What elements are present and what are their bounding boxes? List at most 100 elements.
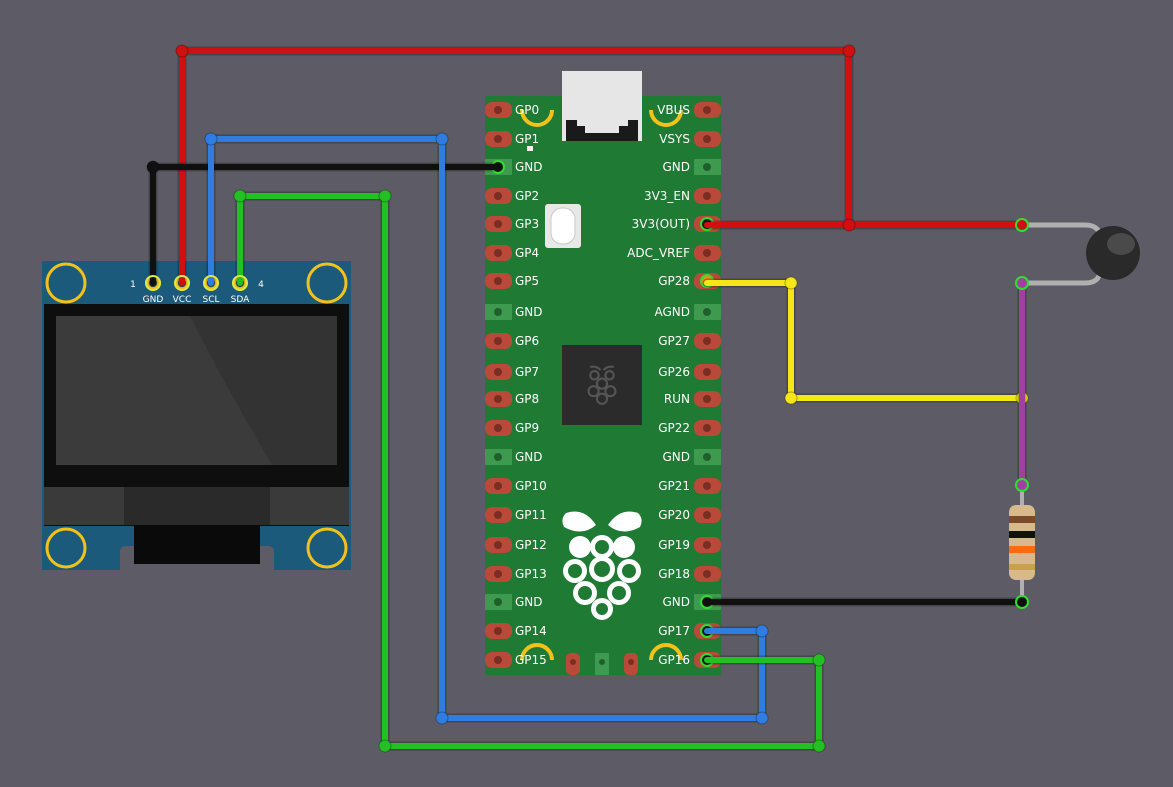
pico-pin-label: GND: [662, 160, 690, 174]
pico-pin-run[interactable]: RUN: [664, 391, 721, 407]
pico-pin-vbus[interactable]: VBUS: [657, 102, 721, 118]
debug-pins: [566, 653, 638, 675]
pico-pin-gp2[interactable]: GP2: [485, 188, 539, 204]
pico-pin-gp12[interactable]: GP12: [485, 537, 547, 553]
wire-scl-blue[interactable]: [204, 132, 769, 725]
mount-hole: [520, 643, 554, 661]
pico-pin-gp4[interactable]: GP4: [485, 245, 539, 261]
oled-pin-connected-marker: [145, 275, 161, 291]
pico-pin-gp8[interactable]: GP8: [485, 391, 539, 407]
pico-pin-label: GND: [515, 450, 543, 464]
wire-thermistor-purple[interactable]: [1015, 276, 1029, 492]
rp2040-chip: [562, 345, 642, 425]
wire-joint[interactable]: [233, 189, 247, 203]
pico-pin-gp19[interactable]: GP19: [658, 537, 721, 553]
pico-pin-gp0[interactable]: GP0: [485, 102, 539, 118]
pico-pin-gp20[interactable]: GP20: [658, 507, 721, 523]
pico-pin-vsys[interactable]: VSYS: [659, 131, 721, 147]
wire-sda-green[interactable]: [233, 189, 826, 753]
pico-pin-gnd[interactable]: GND: [485, 449, 543, 465]
pin-hole: [494, 277, 502, 285]
pico-pin-agnd[interactable]: AGND: [654, 304, 721, 320]
wire-joint[interactable]: [378, 189, 392, 203]
pico-pin-gp22[interactable]: GP22: [658, 420, 721, 436]
pico-pin-gp6[interactable]: GP6: [485, 333, 539, 349]
pico-pin-label: AGND: [654, 305, 690, 319]
pico-pin-adc-vref[interactable]: ADC_VREF: [627, 245, 721, 261]
pico-pin-gp15[interactable]: GP15: [485, 652, 547, 668]
wire-joint[interactable]: [842, 218, 856, 232]
wire-joint[interactable]: [784, 391, 798, 405]
wire-joint[interactable]: [175, 44, 189, 58]
pin-hole: [703, 192, 711, 200]
wire-gnd-black[interactable]: [146, 160, 503, 288]
pico-pin-gp21[interactable]: GP21: [658, 478, 721, 494]
wire-adc-yellow[interactable]: [702, 276, 1029, 405]
resistor[interactable]: [1009, 485, 1035, 602]
pin-hole: [703, 163, 711, 171]
pico-pin-label: GP19: [658, 538, 690, 552]
pico-pin-gnd[interactable]: GND: [662, 159, 721, 175]
pico-pin-gp26[interactable]: GP26: [658, 364, 721, 380]
wire-joint[interactable]: [812, 653, 826, 667]
pico-pin-label: GP26: [658, 365, 690, 379]
wire-joint[interactable]: [812, 739, 826, 753]
pico-pin-gp18[interactable]: GP18: [658, 566, 721, 582]
usb-connector: [562, 71, 642, 141]
pin-hole: [703, 482, 711, 490]
pico-pin-gp14[interactable]: GP14: [485, 623, 547, 639]
pico-pin-label: GP20: [658, 508, 690, 522]
pico-pin-gnd[interactable]: GND: [662, 449, 721, 465]
pico-pin-gp27[interactable]: GP27: [658, 333, 721, 349]
pico-pin-label: GP17: [658, 624, 690, 638]
wire-vcc-red[interactable]: [175, 44, 1029, 288]
thermistor-highlight: [1107, 233, 1135, 255]
mount-hole: [520, 109, 554, 127]
pico-pin-gp7[interactable]: GP7: [485, 364, 539, 380]
pico-pin-label: VSYS: [659, 132, 690, 146]
wire-joint[interactable]: [146, 160, 160, 174]
wire-joint[interactable]: [435, 711, 449, 725]
pico-pin-gnd[interactable]: GND: [485, 304, 543, 320]
pico-pin-gp9[interactable]: GP9: [485, 420, 539, 436]
pico-pin-label: GP2: [515, 189, 539, 203]
oled-display-module[interactable]: 1 4 GND VCC SCL SDA: [42, 261, 351, 570]
oled-ribbon-right: [270, 487, 349, 525]
oled-pin-last-label: 4: [258, 280, 264, 290]
pin-hole: [494, 337, 502, 345]
pico-pin-label: GND: [515, 160, 543, 174]
pico-pin-gp10[interactable]: GP10: [485, 478, 547, 494]
wire-joint[interactable]: [204, 132, 218, 146]
pico-pin-gp1[interactable]: GP1: [485, 131, 539, 147]
pin-hole: [628, 659, 634, 665]
bootsel-button[interactable]: [545, 204, 581, 248]
wires: [145, 44, 1029, 753]
wire-joint[interactable]: [755, 711, 769, 725]
pico-pin-gnd[interactable]: GND: [485, 594, 543, 610]
pico-pin-gp11[interactable]: GP11: [485, 507, 547, 523]
resistor-band-brown: [1009, 516, 1035, 523]
pin-hole: [494, 192, 502, 200]
wire-gnd-resistor-black[interactable]: [702, 595, 1029, 609]
pico-pin-label: GP27: [658, 334, 690, 348]
wire-joint[interactable]: [842, 44, 856, 58]
wire-joint[interactable]: [784, 276, 798, 290]
pico-pin-gp3[interactable]: GP3: [485, 216, 539, 232]
wire-joint[interactable]: [435, 132, 449, 146]
pin-hole: [703, 106, 711, 114]
oled-pin-label: VCC: [173, 295, 192, 305]
pico-pin-gnd[interactable]: GND: [662, 594, 721, 610]
wire-joint[interactable]: [755, 624, 769, 638]
pin-hole: [494, 106, 502, 114]
pico-pin-gp5[interactable]: GP5: [485, 273, 539, 289]
pico-pin-3v3-en[interactable]: 3V3_EN: [644, 188, 721, 204]
pico-pin-gp13[interactable]: GP13: [485, 566, 547, 582]
pin-hole: [703, 368, 711, 376]
ntc-thermistor[interactable]: [1022, 222, 1140, 286]
pin-hole: [494, 424, 502, 432]
pico-pin-label: GP12: [515, 538, 547, 552]
wire-line: [704, 280, 1025, 401]
wire-joint[interactable]: [378, 739, 392, 753]
pin-hole: [703, 453, 711, 461]
